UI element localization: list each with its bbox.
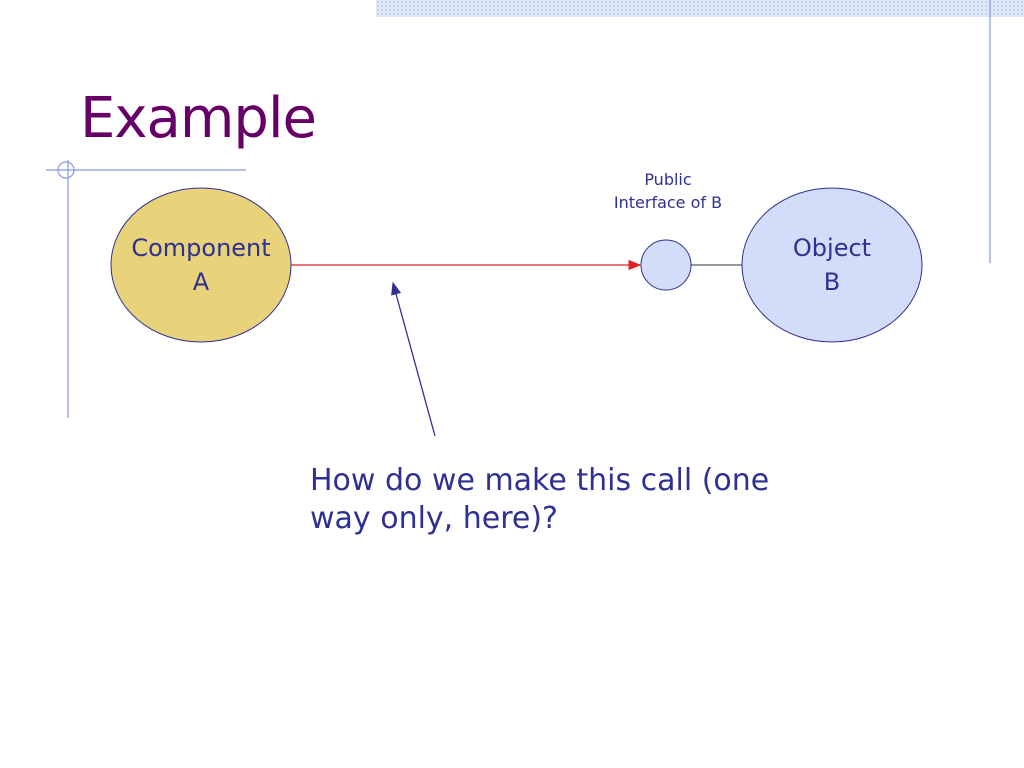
question-text: How do we make this call (one way only, … xyxy=(310,463,770,536)
public-interface-label-line2: Interface of B xyxy=(613,193,723,212)
object-b-label: Object B xyxy=(742,231,922,299)
rule-ornament-icon xyxy=(57,161,75,179)
header-dotted-band xyxy=(376,0,1024,17)
component-a-label-line1: Component xyxy=(131,234,271,262)
public-interface-label: Public Interface of B xyxy=(588,168,748,214)
component-a-label-line2: A xyxy=(192,268,210,296)
public-interface-label-line1: Public xyxy=(644,170,692,189)
pointer-arrow xyxy=(391,281,436,437)
component-a-label: Component A xyxy=(111,231,291,299)
object-b-label-line2: B xyxy=(823,268,841,296)
object-b-node xyxy=(741,187,923,343)
object-b-label-line1: Object xyxy=(792,234,872,262)
public-interface-node xyxy=(640,239,692,291)
slide-title: Example xyxy=(80,86,317,151)
